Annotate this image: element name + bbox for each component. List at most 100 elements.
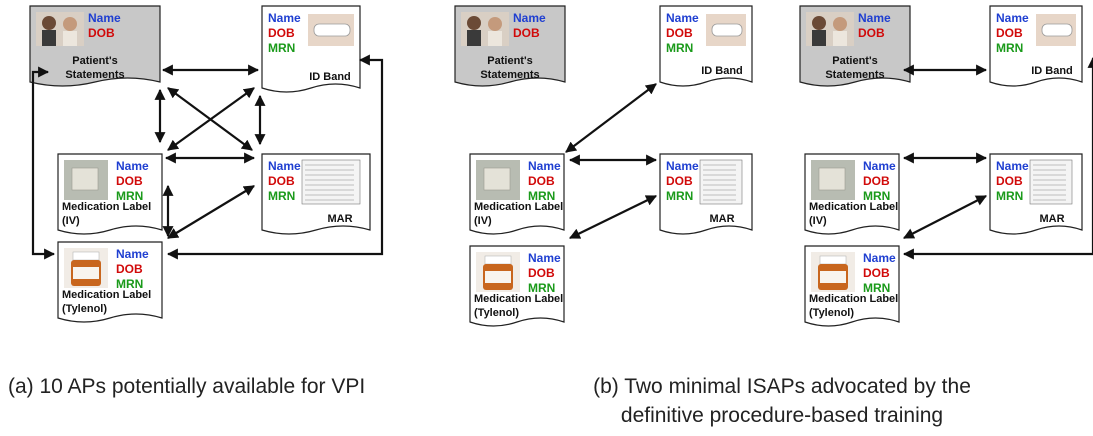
person-head: [42, 16, 56, 30]
field-name: Name: [268, 159, 301, 173]
iv-bag-photo-icon: [476, 160, 520, 200]
mar-form-sheet: [1029, 159, 1073, 205]
field-dob: DOB: [666, 26, 693, 40]
field-dob: DOB: [863, 266, 890, 280]
document-title: Medication Label: [809, 201, 898, 213]
document-title: (Tylenol): [474, 307, 519, 319]
person-body: [63, 31, 77, 46]
field-mrn: MRN: [528, 189, 555, 203]
field-mrn: MRN: [116, 277, 143, 291]
field-name: Name: [528, 159, 561, 173]
connection-idband-medlabel-iv: [565, 83, 657, 153]
field-name: Name: [863, 159, 896, 173]
document-title: ID Band: [1031, 65, 1073, 77]
field-mrn: MRN: [863, 189, 890, 203]
mar-form-icon: [699, 159, 743, 205]
field-dob: DOB: [268, 26, 295, 40]
wristband-photo-icon: [1036, 14, 1076, 46]
field-name: Name: [858, 11, 891, 25]
field-name: Name: [116, 159, 149, 173]
bottle-label: [820, 271, 846, 283]
field-dob: DOB: [88, 26, 115, 40]
field-dob: DOB: [513, 26, 540, 40]
bottle-label: [73, 267, 99, 279]
pill-bottle-photo-icon: [64, 248, 108, 288]
person-body: [467, 30, 481, 46]
field-mrn: MRN: [863, 281, 890, 295]
document-title: ID Band: [309, 71, 351, 83]
person-head: [488, 17, 502, 31]
document-title: Medication Label: [809, 293, 898, 305]
document-title: (Tylenol): [62, 303, 107, 315]
bottle-label: [485, 271, 511, 283]
field-name: Name: [116, 247, 149, 261]
field-name: Name: [666, 159, 699, 173]
field-name: Name: [666, 11, 699, 25]
wristband: [313, 23, 351, 37]
document-title: Patient's: [487, 55, 532, 67]
pill-bottle-photo-icon: [811, 252, 855, 292]
connection-mar-medlabel-tylenol: [569, 195, 657, 239]
document-title: Patient's: [832, 55, 877, 67]
connection-statements-medlabel-tylenol: [31, 66, 56, 260]
document-title: MAR: [327, 213, 352, 225]
field-mrn: MRN: [268, 189, 295, 203]
field-mrn: MRN: [996, 189, 1023, 203]
document-title: Statements: [480, 69, 539, 81]
two-people-photo-icon: [461, 12, 509, 46]
document-title: MAR: [1039, 213, 1064, 225]
wristband-photo-icon: [706, 14, 746, 46]
field-dob: DOB: [863, 174, 890, 188]
field-mrn: MRN: [666, 41, 693, 55]
connection-mar-medlabel-tylenol: [903, 195, 987, 239]
field-name: Name: [996, 11, 1029, 25]
document-title: MAR: [709, 213, 734, 225]
two-people-photo-icon: [36, 12, 84, 46]
wristband-photo-icon: [308, 14, 354, 46]
field-dob: DOB: [116, 174, 143, 188]
wristband: [711, 23, 743, 37]
caption-a: (a) 10 APs potentially available for VPI: [8, 375, 366, 398]
bottle-cap: [484, 255, 512, 265]
field-name: Name: [528, 251, 561, 265]
mar-form-sheet: [301, 159, 361, 205]
field-dob: DOB: [528, 174, 555, 188]
bottle-cap: [819, 255, 847, 265]
field-name: Name: [513, 11, 546, 25]
field-mrn: MRN: [116, 189, 143, 203]
mar-form-icon: [301, 159, 361, 205]
caption-b: (b) Two minimal ISAPs advocated by the d…: [572, 372, 992, 430]
person-body: [488, 31, 502, 46]
caption-b-line2: definitive procedure-based training: [620, 404, 944, 427]
field-mrn: MRN: [996, 41, 1023, 55]
field-name: Name: [88, 11, 121, 25]
document-title: Medication Label: [62, 201, 151, 213]
field-dob: DOB: [116, 262, 143, 276]
field-mrn: MRN: [268, 41, 295, 55]
person-head: [833, 17, 847, 31]
document-title: (IV): [62, 215, 80, 227]
person-head: [467, 16, 481, 30]
field-dob: DOB: [996, 26, 1023, 40]
connection-idband-medlabel-tylenol: [166, 54, 384, 260]
mar-form-icon: [1029, 159, 1073, 205]
document-title: (Tylenol): [809, 307, 854, 319]
document-title: (IV): [474, 215, 492, 227]
field-dob: DOB: [858, 26, 885, 40]
field-dob: DOB: [268, 174, 295, 188]
iv-bag-photo-icon: [64, 160, 108, 200]
